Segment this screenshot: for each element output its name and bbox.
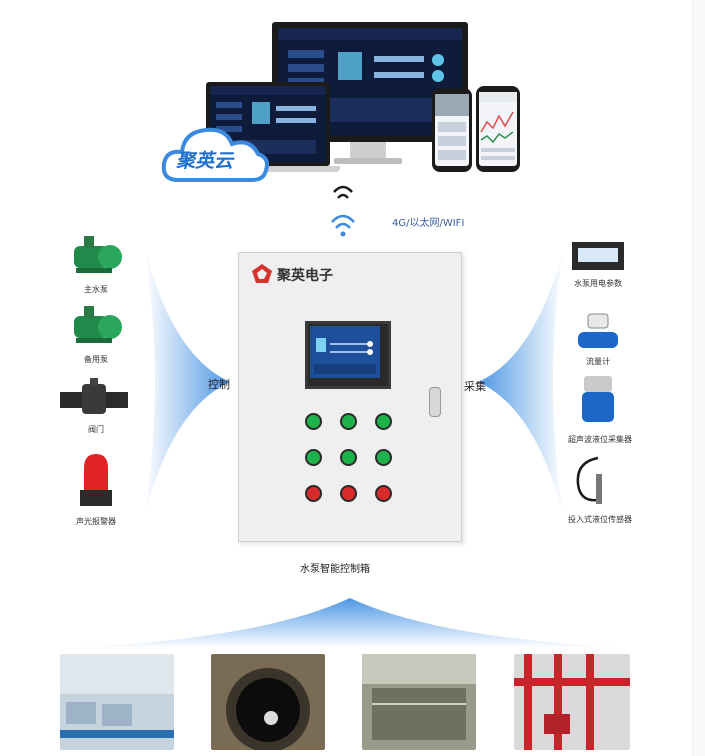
device-label-alarm: 声光报警器 — [76, 517, 116, 526]
sensor-icon — [576, 456, 602, 504]
red-button-3[interactable] — [375, 485, 392, 502]
pump-room-shapes — [60, 654, 174, 738]
green-button-4[interactable] — [305, 449, 322, 466]
device-label-valve: 阀门 — [88, 425, 104, 434]
tank-photo — [362, 654, 476, 750]
device-label-submersible: 投入式液位传感器 — [568, 515, 632, 524]
device-label-main-pump: 主水泵 — [84, 285, 108, 294]
pump-icon — [74, 236, 122, 273]
scroll-edge — [692, 0, 705, 756]
alarm-light-icon — [80, 454, 112, 506]
cabinet-caption: 水泵智能控制箱 — [300, 564, 370, 575]
green-button-5[interactable] — [340, 449, 357, 466]
cloud-logo-text: 聚英云 — [176, 150, 234, 172]
brand-logo-icon — [252, 264, 272, 283]
phone-right — [476, 86, 520, 172]
brand-name: 聚英电子 — [277, 268, 333, 284]
control-label: 控制 — [208, 378, 230, 391]
wifi-icon — [331, 185, 355, 237]
green-button-1[interactable] — [305, 413, 322, 430]
ultrasonic-sensor-icon — [582, 376, 614, 422]
network-label: 4G/以太网/WIFI — [392, 218, 465, 229]
green-button-2[interactable] — [340, 413, 357, 430]
well-photo — [211, 654, 325, 750]
meter-module-icon — [572, 242, 624, 270]
bottom-swoosh — [60, 598, 640, 648]
monitor-base — [334, 158, 402, 164]
device-label-pump-power: 水泵用电参数 — [574, 279, 622, 288]
device-label-flowmeter: 流量计 — [586, 357, 610, 366]
device-label-ultrasonic: 超声波液位采集器 — [568, 435, 632, 444]
hmi-touchscreen — [305, 321, 391, 389]
phone-left — [432, 88, 472, 172]
phone-left-screen — [435, 94, 469, 160]
red-button-2[interactable] — [340, 485, 357, 502]
left-swoosh — [144, 246, 230, 518]
red-button-1[interactable] — [305, 485, 322, 502]
well-shapes — [226, 668, 310, 750]
pump-room-photo — [60, 654, 174, 750]
hmi-display — [310, 326, 380, 378]
laptop-screen — [206, 82, 330, 166]
device-label-backup-pump: 备用泵 — [84, 355, 108, 364]
fire-pump-photo — [514, 654, 630, 750]
green-button-3[interactable] — [375, 413, 392, 430]
backup-pump-icon — [74, 306, 122, 343]
door-handle[interactable] — [429, 387, 441, 417]
flowmeter-icon — [578, 313, 618, 348]
monitor-stand — [350, 142, 386, 160]
collect-label: 采集 — [464, 380, 486, 393]
green-button-6[interactable] — [375, 449, 392, 466]
phone-right-screen — [479, 92, 517, 160]
valve-icon — [60, 378, 128, 414]
right-swoosh — [478, 246, 564, 518]
tank-shapes — [362, 654, 476, 740]
fire-pump-shapes — [514, 654, 630, 750]
cloud-icon — [161, 127, 269, 182]
control-cabinet: 聚英电子 — [238, 252, 462, 542]
